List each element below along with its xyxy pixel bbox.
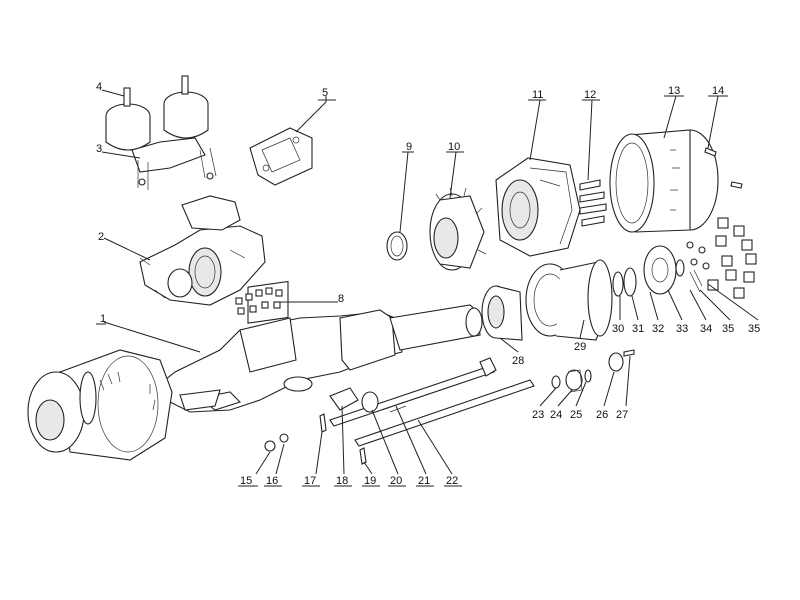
callout-35-b: 35: [748, 323, 760, 335]
bolt-set-12: [579, 179, 607, 227]
left-brake-drum: [27, 349, 173, 461]
mounting-bracket: [249, 127, 313, 186]
callout-26: 26: [596, 409, 608, 421]
callout-30: 30: [612, 323, 624, 335]
callout-20: 20: [390, 475, 402, 487]
callout-19: 19: [364, 475, 376, 487]
callout-16: 16: [266, 475, 278, 487]
callout-29: 29: [574, 341, 586, 353]
callout-18: 18: [336, 475, 348, 487]
bolt-set-8: [235, 287, 283, 315]
callout-8: 8: [338, 293, 344, 305]
seal-ring-9: [386, 231, 408, 261]
callout-14: 14: [712, 85, 724, 97]
callout-1: 1: [100, 313, 106, 325]
callout-21: 21: [418, 475, 430, 487]
callout-22: 22: [446, 475, 458, 487]
callout-31: 31: [632, 323, 644, 335]
flanged-hub-29: [525, 259, 613, 341]
callout-33: 33: [676, 323, 688, 335]
callout-28: 28: [512, 355, 524, 367]
callout-17: 17: [304, 475, 316, 487]
small-parts-23-27: [551, 349, 635, 393]
callout-34: 34: [700, 323, 712, 335]
callout-32: 32: [652, 323, 664, 335]
callout-labels: 1 2 3 4 5 8 9 10 11 12 13 14 15 16 17 18…: [96, 81, 760, 487]
callout-11: 11: [532, 89, 543, 101]
callout-23: 23: [532, 409, 544, 421]
callout-27: 27: [616, 409, 628, 421]
callout-5: 5: [322, 87, 328, 99]
callout-13: 13: [668, 85, 680, 97]
screw-14: [704, 147, 743, 189]
callout-3: 3: [96, 143, 102, 155]
small-parts-15-16: [264, 433, 289, 452]
rings-30-35: [612, 245, 703, 297]
callout-4: 4: [96, 81, 102, 93]
leader-lines: [101, 89, 759, 475]
callout-2: 2: [98, 231, 104, 243]
brake-chambers: [105, 75, 217, 190]
callout-24: 24: [550, 409, 562, 421]
callout-35-a: 35: [722, 323, 734, 335]
differential-carrier: [139, 195, 266, 306]
callout-9: 9: [406, 141, 412, 153]
bearing-28: [481, 285, 523, 341]
callout-25: 25: [570, 409, 582, 421]
callout-12: 12: [584, 89, 596, 101]
callout-10: 10: [448, 141, 460, 153]
small-parts-17-20: [319, 387, 379, 465]
wheel-hub-10: [429, 187, 487, 271]
wheel-nuts: [686, 217, 757, 299]
brake-drum-13: [609, 129, 719, 233]
callout-15: 15: [240, 475, 252, 487]
brake-assembly-11: [495, 157, 581, 257]
half-shafts: [329, 357, 535, 447]
